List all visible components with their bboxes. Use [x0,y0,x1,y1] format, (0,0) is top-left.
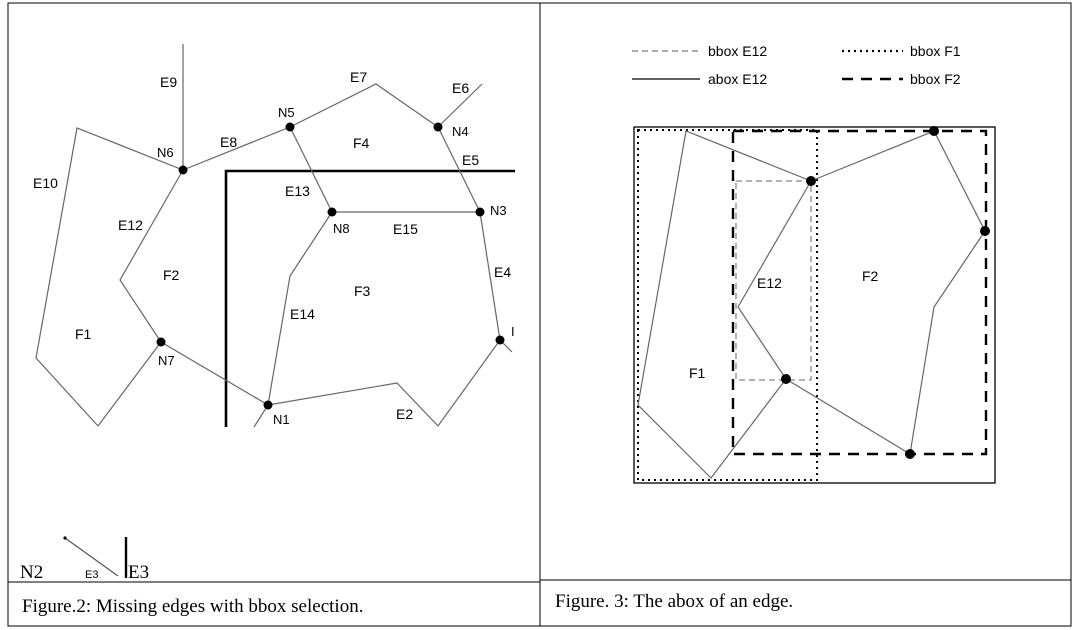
face-f2-boundary [785,130,986,455]
edge-label-e10: E10 [33,175,58,191]
bbox-selection-outline [224,169,515,427]
edge-e7 [289,83,439,128]
edge-label-e4: E4 [494,264,511,280]
figure-3-caption: Figure. 3: The abox of an edge. [555,591,793,612]
edge-e12 [119,169,184,343]
region-label-e12: E12 [757,275,782,291]
figure-2-diagram: E9 E7 E6 E8 E10 E12 E13 E15 E5 E4 E14 E2… [20,44,515,617]
edge-e13 [289,126,333,213]
edge-label-e12: E12 [118,217,143,233]
edge-label-e2: E2 [396,406,413,422]
edge-e6 [437,83,483,128]
node-n2-dot [63,536,67,540]
edge-label-e3-small: E3 [85,569,98,581]
edge-e4 [479,211,501,341]
node-n7 [156,337,166,347]
node-bottom [781,374,791,384]
face-f1-boundary [637,130,812,479]
edge-label-e9: E9 [160,74,177,90]
node-upper-right [929,126,939,136]
node-label-n5: N5 [278,105,295,120]
legend-label-bbox-e12: bbox E12 [708,43,767,59]
edge-label-e15: E15 [393,221,418,237]
edge-labels: E9 E7 E6 E8 E10 E12 E13 E15 E5 E4 E14 E2 [33,69,511,422]
legend: bbox E12 abox E12 bbox F1 bbox F2 [632,43,961,87]
node-right [980,226,990,236]
node-n4 [433,122,443,132]
edge-e5 [437,126,481,213]
face-label-f3: F3 [354,283,371,299]
node-label-i: I [511,324,515,339]
node-lower-right [905,449,915,459]
missing-edge-fragment: N2 E3 E3 [20,536,149,583]
edge-label-e6: E6 [452,80,469,96]
abox-e12 [633,126,996,484]
legend-label-bbox-f1: bbox F1 [910,43,961,59]
node-label-n3: N3 [490,203,507,218]
node-n3 [475,207,485,217]
face-label-f1: F1 [75,326,92,342]
node-labels: N5 N4 N6 N3 N8 N7 N1 I [157,105,515,427]
legend-label-bbox-f2: bbox F2 [910,71,961,87]
figure-3-diagram: bbox E12 abox E12 bbox F1 bbox F2 [555,43,996,612]
edge-e8 [182,126,291,171]
region-label-f1: F1 [689,365,706,381]
graph-nodes [156,122,505,410]
node-label-n7: N7 [158,353,175,368]
edge-label-e14: E14 [290,306,315,322]
node-n8 [327,207,337,217]
edge-e12-line [737,180,812,380]
edge-e3-fragment [64,537,119,577]
edge-label-e13: E13 [285,183,310,199]
edge-e2 [267,339,501,427]
node-label-n2: N2 [20,562,43,583]
node-n5 [285,122,295,132]
figure-2-caption: Figure.2: Missing edges with bbox select… [22,596,363,617]
node-label-n6: N6 [157,145,174,160]
edge-e10 [35,127,184,427]
edge-f1-bottom [97,341,162,427]
region-label-f2: F2 [862,268,879,284]
face-label-f4: F4 [353,135,370,151]
edge-label-e7: E7 [350,69,367,85]
node-label-n4: N4 [452,124,469,139]
bbox-e12 [735,180,812,381]
face-label-f2: F2 [163,267,180,283]
figure-3-nodes [781,126,990,459]
graph-edges [35,44,513,428]
node-label-n8: N8 [333,221,350,236]
edge-e1 [160,341,269,406]
edge-e14 [267,211,333,406]
face-labels: F4 F2 F3 F1 [75,135,371,342]
bbox-f2 [731,129,988,456]
bbox-f1 [637,129,818,481]
face-edges [637,130,986,479]
legend-label-abox-e12: abox E12 [708,71,767,87]
table-grid [7,2,1072,627]
node-n1 [263,400,273,410]
node-i [495,335,505,345]
node-top [806,176,816,186]
node-n6 [178,165,188,175]
edge-label-e5: E5 [462,152,479,168]
edge-label-e8: E8 [220,134,237,150]
node-label-n1: N1 [273,412,290,427]
edge-label-e3: E3 [128,562,149,583]
